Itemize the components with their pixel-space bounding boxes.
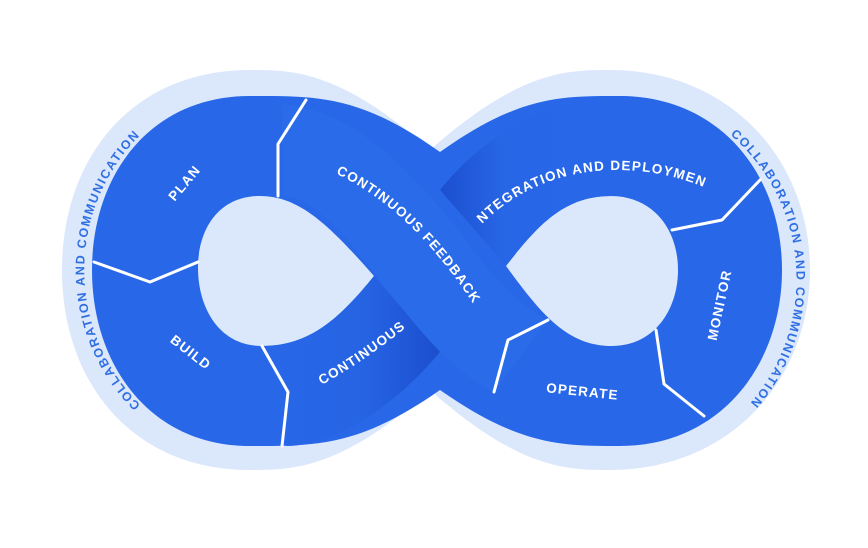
divider-feedback-operate xyxy=(492,318,550,394)
crossing-bands xyxy=(262,98,620,446)
divider-monitor-operate xyxy=(654,328,706,418)
segment-dividers xyxy=(92,98,762,448)
divider-build-continuous xyxy=(260,344,290,448)
divider-plan-build xyxy=(92,260,200,284)
divider-plan-top xyxy=(276,98,308,198)
divider-integration-monitor xyxy=(670,178,762,232)
